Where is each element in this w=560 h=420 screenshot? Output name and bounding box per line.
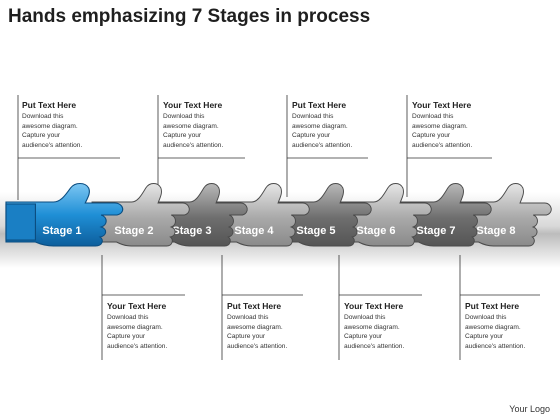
note-top-3: Put Text Here Download this awesome diag…	[292, 100, 412, 150]
logo-placeholder: Your Logo	[509, 404, 550, 414]
note-heading: Put Text Here	[465, 301, 520, 311]
stage-label-3: Stage 3	[172, 225, 211, 237]
note-heading: Put Text Here	[227, 301, 282, 311]
stage-hand-5	[273, 183, 372, 247]
note-body: Download this awesome diagram. Capture y…	[22, 113, 83, 149]
stage-label-8: Stage 8	[476, 225, 515, 237]
stage-hand-4	[211, 183, 310, 247]
note-bottom-4: Put Text Here Download this awesome diag…	[465, 301, 560, 351]
note-heading: Put Text Here	[22, 100, 77, 110]
note-body: Download this awesome diagram. Capture y…	[227, 314, 288, 350]
note-bottom-1: Your Text Here Download this awesome dia…	[107, 301, 227, 351]
stage-label-2: Stage 2	[114, 225, 153, 237]
note-body: Download this awesome diagram. Capture y…	[344, 314, 405, 350]
note-body: Download this awesome diagram. Capture y…	[107, 314, 168, 350]
stage-hand-2	[91, 183, 190, 247]
stage-label-5: Stage 5	[296, 225, 335, 237]
note-heading: Your Text Here	[412, 100, 472, 110]
note-heading: Put Text Here	[292, 100, 347, 110]
note-top-2: Your Text Here Download this awesome dia…	[163, 100, 283, 150]
leader-lines	[17, 95, 540, 360]
cuff-shape	[5, 203, 37, 241]
stage-hand-8	[453, 183, 552, 247]
stage-hand-6	[333, 183, 432, 247]
stage-hand-1	[5, 183, 124, 247]
note-body: Download this awesome diagram. Capture y…	[292, 113, 353, 149]
note-heading: Your Text Here	[163, 100, 223, 110]
note-heading: Your Text Here	[107, 301, 167, 311]
stage-label-7: Stage 7	[416, 225, 455, 237]
note-top-4: Your Text Here Download this awesome dia…	[412, 100, 532, 150]
note-heading: Your Text Here	[344, 301, 404, 311]
stage-label-6: Stage 6	[356, 225, 395, 237]
note-bottom-3: Your Text Here Download this awesome dia…	[344, 301, 464, 351]
stage-label-1: Stage 1	[42, 225, 81, 237]
note-bottom-2: Put Text Here Download this awesome diag…	[227, 301, 347, 351]
stage-hand-7	[393, 183, 492, 247]
note-body: Download this awesome diagram. Capture y…	[163, 113, 224, 149]
stage-label-4: Stage 4	[234, 225, 274, 237]
note-top-1: Put Text Here Download this awesome diag…	[22, 100, 142, 150]
note-body: Download this awesome diagram. Capture y…	[412, 113, 473, 149]
note-body: Download this awesome diagram. Capture y…	[465, 314, 526, 350]
page-title: Hands emphasizing 7 Stages in process	[8, 6, 371, 27]
